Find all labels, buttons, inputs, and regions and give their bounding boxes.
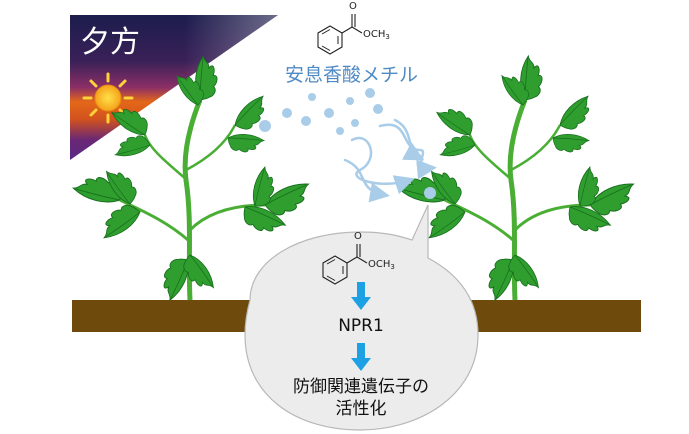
methyl-group-top: OCH3 (363, 29, 390, 41)
soil-left (72, 300, 268, 332)
volatile-name: 安息香酸メチル (285, 64, 418, 86)
scent-flow-arrows (343, 118, 437, 203)
corner-label: 夕方 (80, 25, 140, 60)
carbonyl-oxygen-bubble: O (354, 231, 362, 242)
outcome-line-2: 活性化 (336, 399, 387, 419)
methyl-group-bubble: OCH3 (368, 259, 395, 271)
receptor-label: NPR1 (338, 316, 384, 336)
arrow-to-outcome (351, 343, 371, 371)
scent-particles (259, 88, 436, 199)
speech-bubble (244, 204, 479, 431)
sun-icon (82, 72, 134, 124)
outcome-line-1: 防御関連遺伝子の (293, 377, 429, 397)
carbonyl-oxygen-top: O (349, 1, 357, 12)
soil-right (460, 300, 641, 332)
arrow-to-receptor (351, 282, 371, 310)
benzoate-molecule-top (317, 13, 363, 55)
